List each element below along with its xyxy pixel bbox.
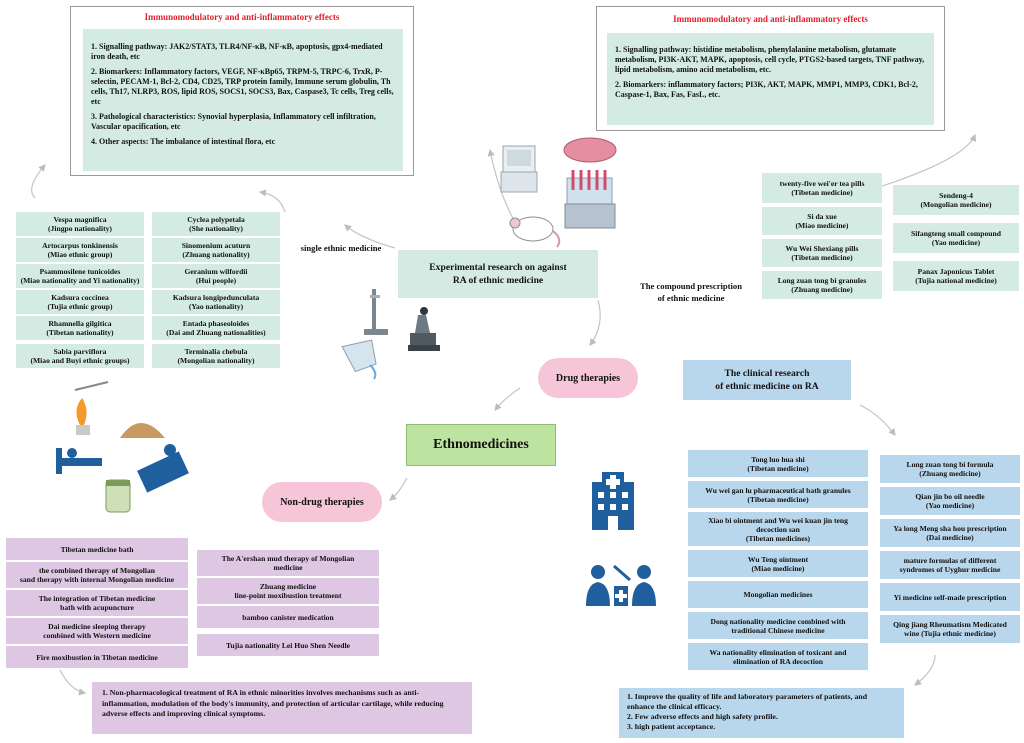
clinical-summary: 1. Improve the quality of life and labor… (619, 688, 904, 738)
medicine-item: Artocarpus tonkinensis(Miao ethnic group… (16, 238, 144, 262)
non-drug-summary: 1. Non-pharmacological treatment of RA i… (92, 682, 472, 734)
herb-pile-icon (120, 423, 165, 438)
mechanism-item: 1. Signalling pathway: histidine metabol… (615, 45, 925, 74)
compound-item: Sifangteng small compound(Yao medicine) (893, 223, 1019, 253)
clinical-item: Tong luo hua shi(Tibetan medicine) (688, 450, 868, 477)
compound-list-left: twenty-five wei'er tea pills(Tibetan med… (762, 173, 882, 299)
therapy-item: bamboo canister medication (197, 606, 379, 628)
compound-item: Panax Japonicus Tablet(Tujia national me… (893, 261, 1019, 291)
medicine-item: Terminalia chebula(Mongolian nationality… (152, 344, 280, 368)
mechanism-list: 1. Signalling pathway: JAK2/STAT3, TLR4/… (83, 29, 403, 171)
bed-icon (56, 448, 102, 474)
medicine-item: Cyclea polypetala(She nationality) (152, 212, 280, 236)
microscope-icon (364, 289, 440, 351)
medicine-item: Sabia parviflora(Miao and Buyi ethnic gr… (16, 344, 144, 368)
mechanism-item: 4. Other aspects: The imbalance of intes… (91, 137, 276, 146)
mechanism-item: 3. Pathological characteristics: Synovia… (91, 112, 376, 131)
mechanism-list: 1. Signalling pathway: histidine metabol… (607, 33, 934, 125)
clinical-item: Wu Teng ointment(Miao medicine) (688, 550, 868, 577)
compound-item: Wu Wei Shexiang pills(Tibetan medicine) (762, 239, 882, 267)
clinical-item: Mongolian medicines (688, 581, 868, 608)
clinical-item: Wa nationality elimination of toxicant a… (688, 643, 868, 670)
experimental-research-box: Experimental research on against RA of e… (398, 250, 598, 298)
non-drug-list-left: Tibetan medicine bath the combined thera… (6, 538, 188, 668)
mechanism-item: 1. Signalling pathway: JAK2/STAT3, TLR4/… (91, 42, 383, 61)
top-right-panel: Immunomodulatory and anti-inflammatory e… (596, 6, 945, 131)
drug-therapies-cloud: Drug therapies (538, 358, 638, 398)
single-medicine-list-left: Vespa magnifica(Jingpo nationality) Arto… (16, 212, 144, 368)
clinical-item: Ya long Meng sha hou prescription(Dai me… (880, 519, 1020, 547)
clinical-list-left: Tong luo hua shi(Tibetan medicine) Wu we… (688, 450, 868, 670)
medicine-item: Entada phaseoloides(Dai and Zhuang natio… (152, 316, 280, 340)
non-drug-illustration (56, 381, 189, 513)
clinical-item: Xiao bi ointment and Wu wei kuan jin ten… (688, 512, 868, 546)
medicine-item: Geranium wilfordii(Hui people) (152, 264, 280, 288)
hospital-icon (592, 472, 634, 530)
single-medicine-list-right: Cyclea polypetala(She nationality) Sinom… (152, 212, 280, 368)
medicine-item: Vespa magnifica(Jingpo nationality) (16, 212, 144, 236)
beaker-icon (341, 339, 377, 380)
clinical-research-box: The clinical research of ethnic medicine… (683, 360, 851, 400)
mechanism-item: 2. Biomarkers: Inflammatory factors, VEG… (91, 67, 394, 106)
flame-icon (74, 381, 109, 435)
medicine-item: Sinomenium acuturn(Zhuang nationality) (152, 238, 280, 262)
bath-icon (137, 444, 189, 493)
clinical-item: Yi medicine self-made prescription (880, 583, 1020, 611)
compound-list-right: Sendeng-4(Mongolian medicine) Sifangteng… (893, 185, 1019, 291)
non-drug-therapies-cloud: Non-drug therapies (262, 482, 382, 522)
jar-icon (105, 479, 131, 513)
compound-item: twenty-five wei'er tea pills(Tibetan med… (762, 173, 882, 203)
medicine-item: Psammosilene tunicoides(Miao nationality… (16, 264, 144, 288)
therapy-item: Tibetan medicine bath (6, 538, 188, 560)
compound-prescription-label: The compound prescription of ethnic medi… (639, 281, 743, 303)
therapy-item: Tujia nationality Lei Huo Shen Needle (197, 634, 379, 656)
ethnomedicines-center: Ethnomedicines (406, 424, 556, 466)
medicine-item: Kadsura coccinea(Tujia ethnic group) (16, 290, 144, 314)
panel-title: Immunomodulatory and anti-inflammatory e… (144, 12, 340, 22)
compound-item: Sendeng-4(Mongolian medicine) (893, 185, 1019, 215)
top-left-panel: Immunomodulatory and anti-inflammatory e… (70, 6, 414, 176)
compound-item: Long zuan tong bi granules(Zhuang medici… (762, 271, 882, 299)
compound-item: Si da xue(Miao medicine) (762, 207, 882, 235)
lab-equipment-icon (500, 137, 617, 229)
medical-staff-icon (586, 564, 656, 606)
medicine-item: Kadsura longipedunculata(Yao nationality… (152, 290, 280, 314)
medicine-item: Rhamnella gilgitica(Tibetan nationality) (16, 316, 144, 340)
clinical-list-right: Long zuan tong bi formula(Zhuang medicin… (880, 455, 1020, 643)
mechanism-item: 2. Biomarkers: inflammatory factors; PI3… (615, 80, 918, 99)
mouse-icon (509, 216, 561, 248)
single-medicine-label: single ethnic medicine (300, 243, 382, 253)
arrow (258, 189, 286, 213)
therapy-item: Fire moxibustion in Tibetan medicine (6, 646, 188, 668)
clinical-item: Long zuan tong bi formula(Zhuang medicin… (880, 455, 1020, 483)
clinical-item: Wu wei gan lu pharmaceutical bath granul… (688, 481, 868, 508)
clinical-item: Qian jin bo oil needle(Yao medicine) (880, 487, 1020, 515)
panel-title: Immunomodulatory and anti-inflammatory e… (673, 14, 868, 24)
